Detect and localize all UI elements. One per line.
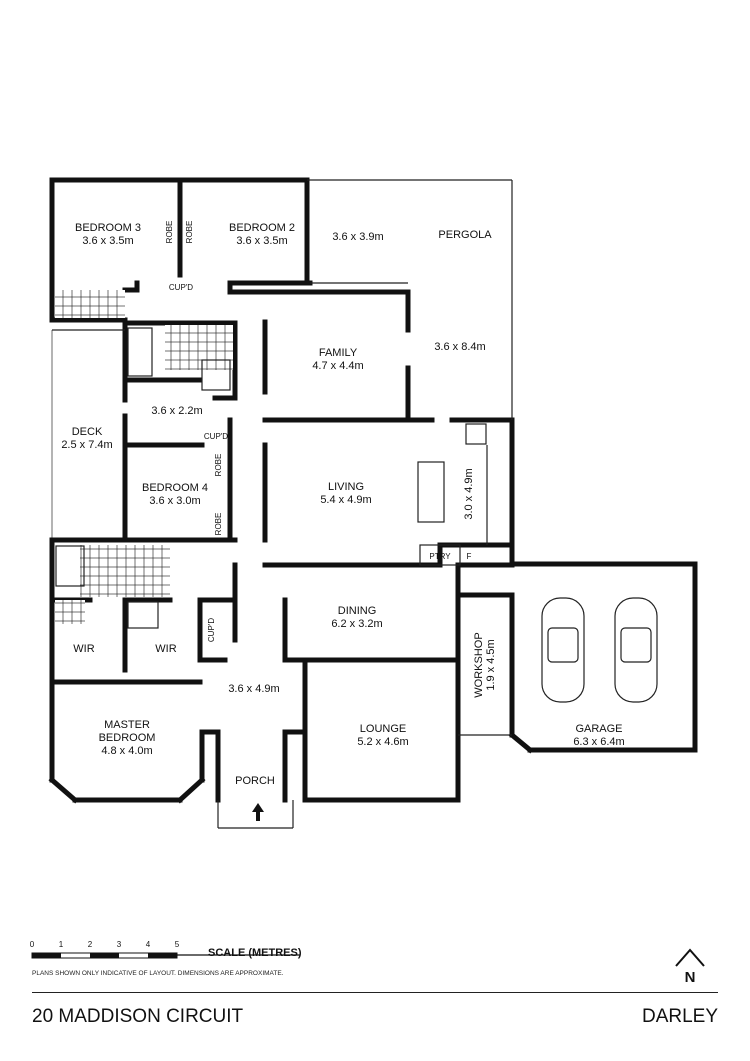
- family-dims: 4.7 x 4.4m: [312, 360, 363, 372]
- master-name-2: BEDROOM: [99, 732, 156, 744]
- scale-bar: 0 1 2 3 4 5: [30, 940, 300, 959]
- robe-label-d: ROBE: [214, 513, 223, 536]
- cupd-label-top: CUP'D: [169, 283, 193, 292]
- pergola-left-dims: 3.6 x 3.9m: [332, 231, 383, 243]
- cupd-label-low: CUP'D: [207, 618, 216, 642]
- hall-small-dims: 3.6 x 2.2m: [151, 405, 202, 417]
- scale-tick-3: 3: [117, 940, 122, 949]
- dining-name: DINING: [338, 605, 377, 617]
- family-name: FAMILY: [319, 347, 358, 359]
- bedroom4-name: BEDROOM 4: [142, 482, 208, 494]
- robe-label-c: ROBE: [214, 454, 223, 477]
- master-name-1: MASTER: [104, 719, 150, 731]
- scale-tick-1: 1: [59, 940, 64, 949]
- footer-divider: [32, 992, 718, 993]
- pantry-label: PTRY: [429, 552, 451, 561]
- property-suburb: DARLEY: [641, 1006, 718, 1027]
- deck-name: DECK: [72, 426, 103, 438]
- north-arrow-icon: N: [675, 948, 705, 986]
- wir-right-label: WIR: [155, 643, 176, 655]
- robe-label-b: ROBE: [185, 221, 194, 244]
- living-dims: 5.4 x 4.9m: [320, 494, 371, 506]
- living-name: LIVING: [328, 481, 364, 493]
- scale-tick-4: 4: [146, 940, 151, 949]
- fridge-label: F: [467, 552, 472, 561]
- deck-dims: 2.5 x 7.4m: [61, 439, 112, 451]
- walls: [48, 177, 698, 804]
- scale-tick-5: 5: [175, 940, 180, 949]
- garage-cars: [541, 597, 658, 703]
- garage-name: GARAGE: [575, 723, 622, 735]
- property-address: 20 MADDISON CIRCUIT: [32, 1006, 244, 1027]
- robe-label-a: ROBE: [165, 221, 174, 244]
- outdoor-outline: [52, 179, 513, 829]
- garage-dims: 6.3 x 6.4m: [573, 736, 624, 748]
- scale-title: SCALE (METRES): [208, 947, 302, 959]
- bathroom-tiles: [55, 290, 233, 629]
- wir-left-label: WIR: [73, 643, 94, 655]
- pergola-right-dims: 3.6 x 8.4m: [434, 341, 485, 353]
- bedroom2-dims: 3.6 x 3.5m: [236, 235, 287, 247]
- entry-arrow-icon: [252, 803, 264, 821]
- kitchen-dims: 3.0 x 4.9m: [463, 468, 475, 519]
- lounge-dims: 5.2 x 4.6m: [357, 736, 408, 748]
- workshop-dims: 1.9 x 4.5m: [485, 639, 497, 690]
- cupd-label-mid: CUP'D: [204, 432, 228, 441]
- lounge-name: LOUNGE: [360, 723, 406, 735]
- north-label: N: [685, 969, 696, 986]
- workshop-name: WORKSHOP: [473, 632, 485, 697]
- scale-tick-0: 0: [30, 940, 35, 949]
- bedroom4-dims: 3.6 x 3.0m: [149, 495, 200, 507]
- dining-dims: 6.2 x 3.2m: [331, 618, 382, 630]
- bedroom3-name: BEDROOM 3: [75, 222, 141, 234]
- pergola-name: PERGOLA: [438, 229, 492, 241]
- porch-name: PORCH: [235, 775, 275, 787]
- bedroom3-dims: 3.6 x 3.5m: [82, 235, 133, 247]
- scale-tick-2: 2: [88, 940, 93, 949]
- entry-dims: 3.6 x 4.9m: [228, 683, 279, 695]
- master-dims: 4.8 x 4.0m: [101, 745, 152, 757]
- bedroom2-name: BEDROOM 2: [229, 222, 295, 234]
- disclaimer: PLANS SHOWN ONLY INDICATIVE OF LAYOUT. D…: [32, 970, 284, 977]
